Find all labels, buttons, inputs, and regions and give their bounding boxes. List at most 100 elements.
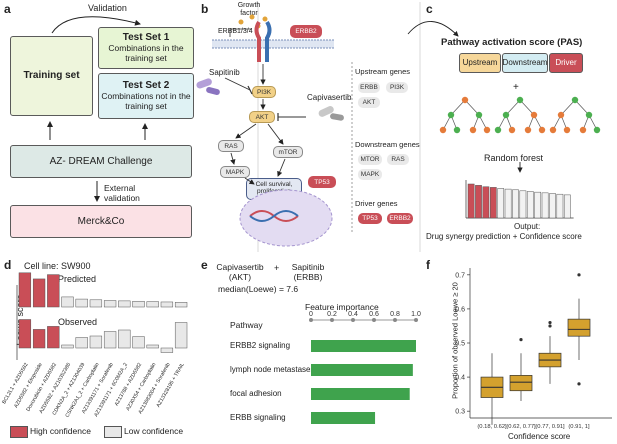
tree-node	[524, 126, 532, 134]
drug-combo-label: AZ13391171 + 6C0M2A_2	[93, 362, 129, 418]
capivasertib-label: Capivasertib	[307, 93, 352, 102]
challenge-box: AZ- DREAM Challenge	[10, 145, 192, 178]
drug-plus: +	[274, 263, 280, 273]
legend-high-swatch	[10, 426, 28, 438]
importance-bars	[465, 180, 574, 219]
pas-bar	[512, 189, 519, 219]
training-set-text: Training set	[23, 70, 80, 82]
importance-bar	[311, 388, 410, 400]
erbb134-label: ERBB1/3/4	[218, 28, 253, 35]
pas-bar	[556, 193, 564, 219]
downstream-gene-mtor: MTOR	[358, 154, 382, 165]
drug-combo-label: AZ13391171 + Sorafenib	[81, 362, 115, 415]
downstream-gene-ras: RAS	[387, 154, 409, 165]
sapitinib-label: Sapitinib	[209, 68, 240, 77]
tree-node	[453, 126, 461, 134]
pas-bar	[504, 188, 512, 219]
predicted-label: Predicted	[58, 274, 97, 284]
x-tick-mark	[372, 318, 376, 322]
pathway-name: ERBB2 signaling	[230, 341, 290, 350]
category-label: (0.18, 0.62]	[477, 424, 507, 430]
ras-node: RAS	[218, 140, 244, 152]
panel-f-label: f	[426, 258, 430, 272]
pas-bar	[497, 188, 505, 219]
x-tick-mark	[309, 318, 313, 322]
pathway-name: ERBB signaling	[230, 413, 286, 422]
pas-bar	[482, 186, 490, 219]
category-label: (0.91, 1]	[568, 424, 590, 430]
pas-bar	[534, 191, 542, 219]
tree-node	[530, 111, 538, 119]
drug2-target: (ERBB)	[293, 271, 323, 282]
drug-combo-label: BCL2L1 + AZD5582	[1, 362, 29, 405]
tree-node	[508, 126, 516, 134]
drug1-target: (AKT)	[228, 271, 252, 282]
drug-combo-label: AZ13683004 + Sorafenib	[138, 362, 172, 415]
pas-downstream-text: Downstream	[502, 58, 548, 68]
capivasertib-pill-icon	[318, 106, 344, 121]
observed-bar	[75, 337, 88, 349]
panel-d-label: d	[4, 258, 12, 272]
observed-bar	[160, 347, 174, 353]
category-label: (0.62, 0.77]	[506, 424, 536, 430]
drug-combo-label: CDKN2A_2 + AZ1304039	[52, 362, 87, 416]
outlier-point	[519, 337, 523, 342]
tree-node	[447, 111, 455, 119]
box	[480, 376, 504, 398]
training-set-box: Training set	[10, 36, 93, 116]
tree-node	[549, 126, 557, 134]
drug-combo-label: AZD5582 + Etoposide	[13, 362, 44, 409]
pas-bar	[549, 193, 556, 219]
sapitinib-pill-icon	[196, 78, 220, 96]
predicted-bar	[160, 301, 174, 308]
erbb2-badge: ERBB2	[290, 25, 322, 38]
tree-node	[579, 126, 587, 134]
tree-node	[593, 126, 601, 134]
importance-bar	[311, 412, 376, 424]
receptor-icon	[254, 20, 272, 62]
mtor-node: mTOR	[273, 146, 303, 158]
test-set-2-desc: Combinations not in the training set	[101, 90, 191, 111]
x-tick-label: 0.6	[369, 311, 379, 318]
predicted-bar	[146, 301, 159, 308]
box	[538, 352, 562, 368]
challenge-text: AZ- DREAM Challenge	[49, 155, 153, 167]
tree-node	[516, 96, 524, 104]
drug-combo-label: AZD5582 + AZ10352386	[38, 362, 72, 415]
driver-gene-erbb2: ERBB2	[387, 213, 413, 224]
observed-bar	[146, 344, 159, 349]
outlier-point	[548, 320, 552, 325]
drug1-text: Capivasertib	[216, 262, 264, 272]
upstream-gene-akt: AKT	[358, 97, 380, 108]
outlier-point	[577, 273, 581, 277]
observed-bar	[174, 322, 188, 349]
pi3k-node: PI3K	[252, 86, 276, 98]
predicted-bar	[61, 296, 74, 308]
observed-bar	[32, 329, 46, 349]
predicted-bar	[118, 300, 131, 308]
tree-node	[563, 126, 571, 134]
output-label: Output:	[514, 222, 541, 231]
tree-node	[502, 111, 510, 119]
akt-node: AKT	[249, 111, 275, 123]
tree-node	[469, 126, 477, 134]
category-label: (0.77, 0.91]	[535, 424, 565, 430]
test-set-1-title: Test Set 1	[122, 32, 170, 44]
observed-bar	[132, 336, 145, 349]
tree-node	[475, 111, 483, 119]
pas-bar	[489, 187, 497, 219]
observed-bar	[89, 335, 103, 349]
driver-gene-tp53: TP53	[358, 213, 382, 224]
importance-bar	[311, 340, 416, 352]
external-validation-label: External validation	[104, 183, 140, 203]
cell-membrane	[212, 39, 334, 49]
observed-bar	[47, 326, 60, 349]
tree-node	[494, 126, 502, 134]
x-tick-label: 1.0	[411, 311, 421, 318]
feature-importance-title: Feature importance	[305, 302, 379, 312]
loewe-score-ylabel: Loewe score	[15, 294, 25, 346]
test-set-2-box: Test Set 2 Combinations not in the train…	[98, 73, 194, 119]
observed-bar	[61, 344, 74, 349]
pas-title: Pathway activation score (PAS)	[441, 37, 583, 48]
x-tick-mark	[414, 318, 418, 322]
